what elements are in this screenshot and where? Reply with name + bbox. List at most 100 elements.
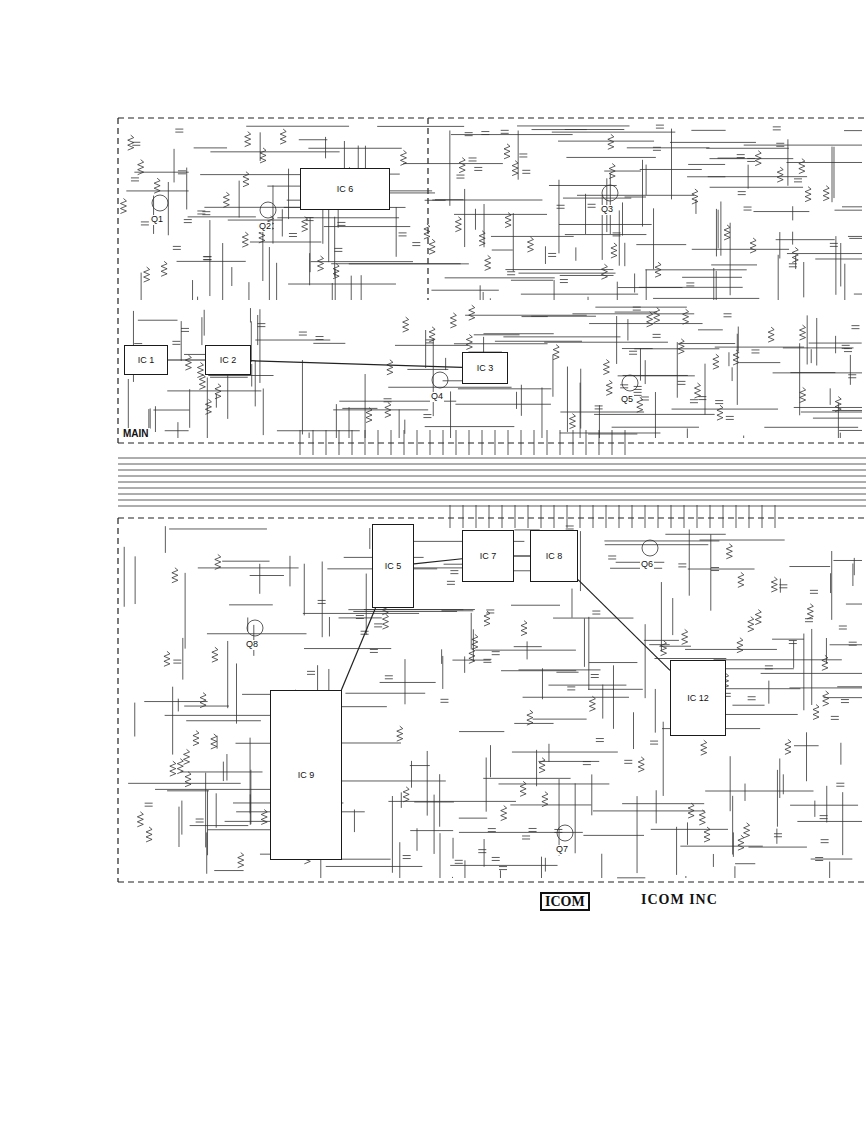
resistor-symbol (785, 739, 791, 754)
capacitor-symbol (774, 836, 782, 837)
wire (430, 430, 431, 455)
capacitor-symbol (624, 763, 632, 764)
wire (588, 617, 589, 690)
wire (304, 564, 305, 616)
wire (500, 870, 501, 878)
chip-label: IC 1 (138, 355, 155, 365)
wire (453, 838, 454, 859)
wire (732, 796, 733, 855)
wire (282, 209, 283, 236)
wire (661, 582, 662, 651)
resistor-symbol (484, 611, 490, 626)
capacitor-symbol (560, 282, 568, 283)
wire (302, 360, 303, 434)
wire (439, 833, 440, 878)
wire (640, 169, 702, 170)
capacitor-symbol (744, 210, 752, 211)
capacitor-symbol (184, 219, 192, 220)
wire (167, 390, 261, 391)
wire (445, 277, 555, 278)
wire (575, 783, 576, 853)
resistor-symbol (205, 399, 211, 414)
resistor-symbol (302, 217, 308, 232)
capacitor-symbol (747, 158, 755, 159)
wire (396, 207, 397, 257)
wire (844, 130, 862, 131)
wire (443, 380, 465, 381)
capacitor-symbol (257, 326, 265, 327)
wire (501, 670, 576, 671)
wire (593, 810, 705, 811)
wire (431, 290, 498, 291)
wire (141, 273, 142, 300)
capacitor-symbol (711, 570, 719, 571)
bus-wire (118, 500, 866, 501)
wire (308, 148, 401, 149)
wire (489, 505, 490, 528)
wire (732, 705, 764, 706)
resistor-symbol (403, 787, 409, 802)
wire (404, 420, 405, 434)
capacitor-symbol (686, 285, 694, 286)
wire (837, 686, 862, 687)
resistor-symbol (589, 696, 595, 711)
bus-wire (118, 506, 866, 507)
wire (432, 200, 542, 201)
capacitor-symbol (588, 207, 596, 208)
wire (182, 638, 183, 680)
capacitor-symbol (519, 153, 527, 154)
wire (850, 355, 851, 385)
wire (684, 505, 685, 528)
resistor-symbol (822, 655, 828, 670)
wire (780, 579, 781, 593)
wire (833, 147, 834, 198)
transistor-symbol (260, 202, 276, 218)
ic-chip: IC 3 (462, 352, 508, 384)
wire (842, 792, 843, 855)
wire (427, 751, 428, 816)
wire (194, 147, 227, 148)
resistor-symbol (688, 803, 694, 818)
wire (718, 210, 719, 249)
transistor-symbol (432, 372, 448, 388)
capacitor-symbol (841, 702, 849, 703)
capacitor-symbol (698, 399, 706, 400)
wire (304, 648, 391, 649)
resistor-symbol (701, 740, 707, 755)
wire (745, 784, 746, 801)
capacitor-symbol (440, 699, 448, 700)
wire (352, 430, 353, 455)
capacitor-symbol (849, 645, 857, 646)
wire (744, 145, 862, 146)
resistor-symbol (655, 262, 661, 277)
chip-label: IC 8 (546, 551, 563, 561)
capacitor-symbol (815, 857, 823, 858)
wire (699, 540, 784, 541)
capacitor-symbol (334, 248, 342, 249)
wire (778, 255, 779, 300)
wire (523, 697, 629, 698)
wire (560, 412, 644, 413)
capacitor-symbol (299, 332, 307, 333)
capacitor-symbol (844, 351, 852, 352)
wire (378, 430, 379, 455)
wire (541, 505, 542, 528)
resistor-symbol (606, 380, 612, 395)
capacitor-symbol (318, 600, 326, 601)
wire (689, 529, 690, 595)
wire (854, 294, 862, 295)
capacitor-symbol (450, 570, 458, 571)
wire (259, 309, 260, 383)
part-number: Q2 (258, 222, 272, 232)
signal-wire (168, 359, 205, 360)
capacitor-symbol (839, 626, 847, 627)
capacitor-symbol (677, 381, 685, 382)
wire (303, 613, 419, 614)
wire (656, 790, 657, 823)
wire (181, 321, 182, 361)
capacitor-symbol (592, 611, 600, 612)
capacitor-symbol (384, 401, 392, 402)
wire (723, 505, 724, 528)
wire (640, 348, 641, 380)
wire (455, 404, 550, 405)
